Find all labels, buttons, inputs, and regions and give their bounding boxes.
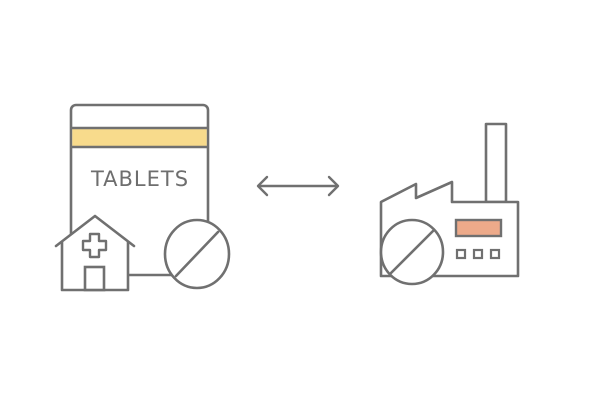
pharmacy-door (83, 265, 106, 292)
pill-icon (163, 218, 231, 290)
tablet-box-band (72, 129, 207, 146)
tablets-label: TABLETS (90, 167, 189, 191)
pharmacy-building-icon (54, 214, 136, 292)
medical-cross-icon (81, 232, 108, 259)
factory-chimney (484, 122, 508, 204)
factory-panel (454, 218, 503, 238)
factory-button-2 (472, 248, 484, 260)
pill-icon (379, 218, 445, 286)
pharmacy-roof (54, 214, 136, 248)
pill-left-score (174, 230, 220, 278)
pill-right-score (389, 229, 435, 275)
factory-button-3 (489, 248, 501, 260)
double-arrow-icon (256, 175, 340, 197)
factory-button-1 (455, 248, 467, 260)
